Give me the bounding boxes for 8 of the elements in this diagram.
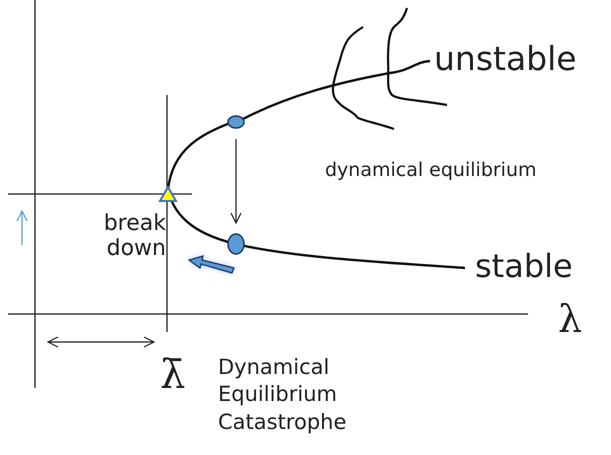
- curve-label: unstable: [434, 40, 577, 78]
- curve-label: stable: [475, 248, 573, 285]
- region-label: dynamical equilibrium: [325, 160, 537, 182]
- arrow: [230, 139, 242, 224]
- annotation-text: Dynamical Equilibrium Catastrophe: [218, 354, 348, 436]
- axis-label: λ: [558, 298, 582, 342]
- parameter-label: λ̄: [160, 352, 186, 398]
- region-label: break down: [102, 211, 166, 262]
